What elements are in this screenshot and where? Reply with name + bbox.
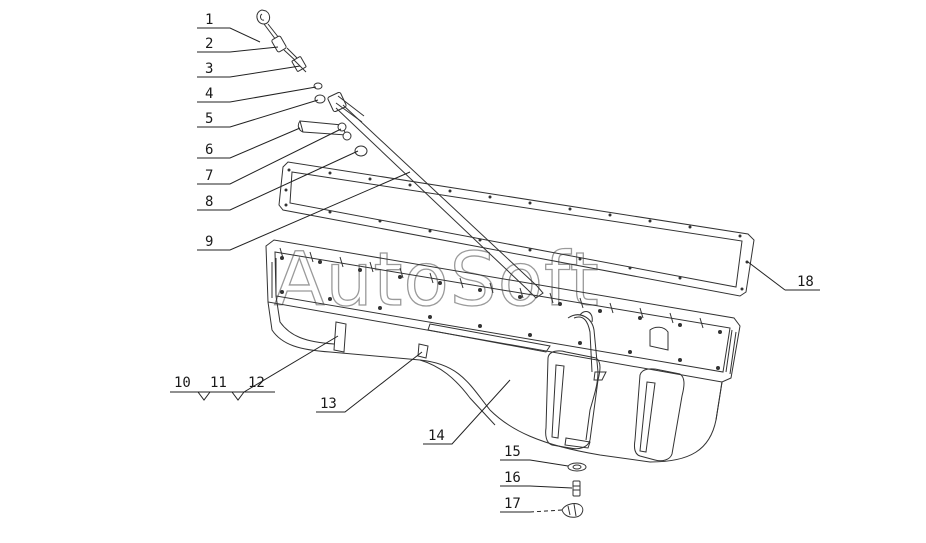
callout-1: 1: [205, 12, 213, 28]
leader-lines: [170, 27, 820, 513]
drain-plug-parts: [561, 462, 587, 518]
oil-pan: [265, 239, 741, 463]
callout-16: 16: [504, 470, 521, 486]
callout-2: 2: [205, 36, 213, 52]
callout-12: 12: [248, 375, 265, 391]
callout-11: 11: [210, 375, 227, 391]
callout-9: 9: [205, 234, 213, 250]
callout-18: 18: [797, 274, 814, 290]
callout-13: 13: [320, 396, 337, 412]
callout-10: 10: [174, 375, 191, 391]
callout-5: 5: [205, 111, 213, 127]
callout-8: 8: [205, 194, 213, 210]
watermark-text: AutoSoft: [274, 237, 600, 323]
callout-3: 3: [205, 61, 213, 77]
callout-4: 4: [205, 86, 213, 102]
callout-14: 14: [428, 428, 445, 444]
callout-labels: 1 2 3 4 5 6 7 8 9 10 11 12 13 14 15 16 1…: [174, 12, 814, 512]
callout-17: 17: [504, 496, 521, 512]
callout-6: 6: [205, 142, 213, 158]
callout-7: 7: [205, 168, 213, 184]
oil-pan-gasket: [278, 161, 755, 297]
dipstick-assembly: [256, 9, 544, 299]
callout-15: 15: [504, 444, 521, 460]
